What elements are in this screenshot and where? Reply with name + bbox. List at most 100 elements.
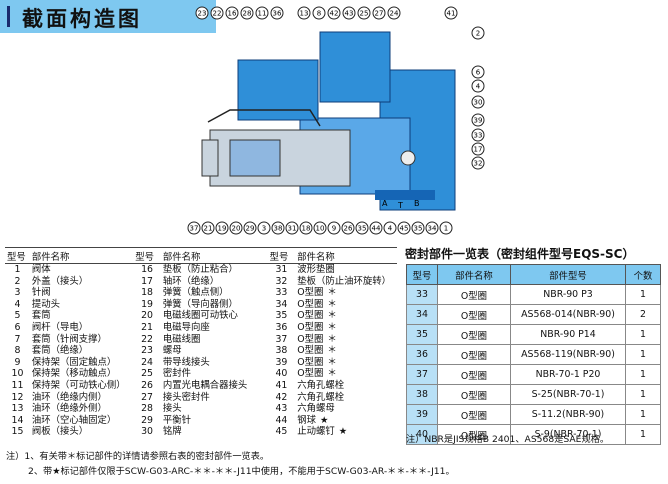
header-model: 型号: [133, 247, 161, 264]
part-name-text: 波形垫圈: [297, 264, 335, 275]
svg-text:37: 37: [190, 225, 199, 233]
callout: 30: [471, 95, 485, 109]
part-name: 带导线接头: [162, 356, 210, 368]
svg-text:20: 20: [232, 225, 241, 233]
svg-text:43: 43: [345, 10, 354, 18]
header-part-name: 部件名称: [29, 247, 134, 264]
part-name: 电磁线圈可动铁心: [162, 310, 238, 322]
svg-text:23: 23: [198, 10, 207, 18]
part-number: 43: [275, 403, 288, 415]
svg-text:19: 19: [218, 225, 227, 233]
part-number: 24: [141, 356, 153, 368]
part-name-text: O型圈: [297, 321, 324, 333]
callout: 2: [471, 26, 485, 40]
part-number: 41: [275, 379, 288, 391]
seal-name: O型圈: [437, 324, 511, 345]
seal-header-name: 部件名称: [437, 264, 511, 285]
part-number: 2: [14, 275, 21, 287]
seal-qty: 1: [625, 424, 661, 445]
seal-model: 35: [406, 324, 438, 345]
part-name: 螺母: [162, 345, 182, 357]
seal-model: 33: [406, 284, 438, 305]
part-name-text: 垫板（防止油环旋转）: [297, 275, 391, 287]
svg-text:39: 39: [474, 117, 483, 125]
seal-header-qty: 个数: [625, 264, 661, 285]
svg-text:42: 42: [330, 10, 339, 18]
part-mark: ＊: [327, 321, 337, 333]
seal-note: 注）NBR是JIS规格B 2401、AS568是SAE规格。: [406, 434, 610, 445]
part-name: 六角孔螺栓: [295, 380, 397, 392]
part-number: 30: [141, 426, 153, 438]
seal-part-number: S-11.2(NBR-90): [510, 404, 626, 425]
svg-text:18: 18: [302, 225, 311, 233]
part-number: 20: [141, 310, 153, 322]
svg-text:28: 28: [243, 10, 252, 18]
svg-text:4: 4: [388, 225, 393, 233]
seal-name: O型圈: [437, 364, 511, 385]
bottom-callouts: 37 21 19 20 29 3 38 31 18 10 9 26 35 44 …: [187, 221, 453, 235]
seal-part-number: NBR-90 P14: [510, 324, 626, 345]
seal-qty: 1: [625, 344, 661, 365]
part-number: 29: [141, 414, 153, 426]
part-number: 42: [275, 391, 288, 403]
part-mark: ＊: [327, 310, 337, 322]
svg-text:36: 36: [273, 10, 282, 18]
part-name: 油环（空心轴固定）: [31, 414, 117, 426]
part-number: 11: [11, 379, 24, 391]
part-name: 电磁线圈: [162, 333, 201, 345]
part-number: 36: [275, 321, 288, 333]
svg-text:16: 16: [228, 10, 237, 18]
part-number: 13: [11, 403, 24, 415]
part-number: 4: [14, 298, 21, 310]
part-number: 21: [141, 321, 153, 333]
port-a-label: A: [382, 199, 388, 208]
callout: 8: [312, 6, 326, 20]
part-number: 33: [275, 287, 288, 299]
callout: 28: [240, 6, 254, 20]
callout: 43: [342, 6, 356, 20]
svg-text:8: 8: [317, 10, 321, 18]
part-mark: ＊: [327, 368, 337, 380]
port-labels: A T B: [382, 199, 420, 210]
part-number: 40: [275, 368, 288, 380]
part-name: O型圈＊: [295, 345, 397, 357]
callout: 31: [285, 221, 299, 235]
svg-text:6: 6: [476, 69, 481, 77]
seal-qty: 1: [625, 404, 661, 425]
part-name: 外盖（接头）: [31, 275, 89, 287]
footnote-2: 2、带★标记部件仅限于SCW-G03-ARC-＊＊-＊＊-J11中使用，不能用于…: [28, 466, 455, 477]
part-name: 保持架（固定触点）: [31, 356, 117, 368]
seal-model: 39: [406, 404, 438, 425]
poppet-ball: [400, 150, 416, 166]
part-name-text: 六角孔螺栓: [297, 379, 345, 391]
part-name: 钢球★: [295, 415, 397, 427]
svg-text:30: 30: [474, 99, 483, 107]
callout: 42: [327, 6, 341, 20]
header-model: 型号: [5, 247, 30, 264]
seal-qty: 2: [625, 304, 661, 325]
part-name-text: O型圈: [297, 298, 324, 310]
part-number: 3: [14, 287, 21, 299]
part-number: 10: [11, 368, 24, 380]
part-name: 弹簧（触点侧）: [162, 287, 229, 299]
part-number: 23: [141, 345, 153, 357]
part-name: O型圈＊: [295, 334, 397, 346]
svg-text:25: 25: [360, 10, 369, 18]
part-number: 12: [11, 391, 24, 403]
part-number: 7: [14, 333, 21, 345]
callout: 32: [471, 156, 485, 170]
header-model: 型号: [267, 247, 296, 264]
svg-text:9: 9: [332, 225, 336, 233]
part-number: 18: [141, 287, 153, 299]
part-number: 45: [275, 426, 288, 438]
part-name: 垫板（防止粘合）: [162, 264, 238, 275]
